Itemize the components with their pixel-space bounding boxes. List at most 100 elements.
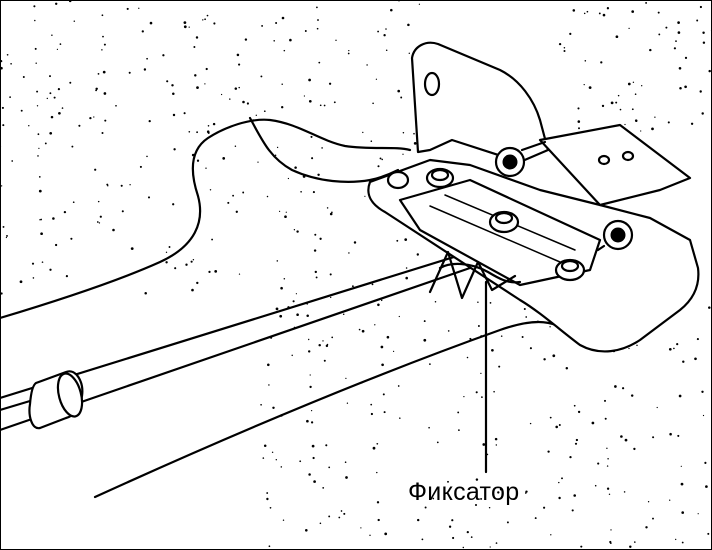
speckle [323, 359, 326, 362]
speckle [603, 399, 607, 402]
speckle [481, 396, 483, 398]
speckle [649, 48, 652, 52]
speckle [377, 518, 380, 522]
speckle [598, 12, 601, 15]
speckle [73, 20, 76, 22]
speckle [370, 412, 374, 416]
speckle [417, 518, 420, 522]
speckle [402, 153, 404, 155]
speckle [600, 61, 603, 64]
speckle [345, 476, 348, 479]
speckle [333, 101, 336, 104]
speckle [299, 460, 302, 463]
speckle [436, 441, 439, 444]
speckle [311, 157, 314, 160]
speckle [322, 487, 325, 489]
speckle [477, 301, 479, 304]
speckle [495, 444, 497, 446]
speckle [144, 291, 147, 295]
speckle [191, 288, 194, 292]
speckle [130, 247, 134, 250]
speckle [569, 32, 572, 36]
speckle [376, 501, 380, 504]
speckle [669, 432, 672, 436]
speckle [1, 106, 4, 109]
speckle [148, 119, 151, 123]
retainer-label: Фиксатор [408, 478, 520, 506]
speckle [673, 347, 675, 350]
speckle [335, 39, 337, 41]
speckle [104, 119, 107, 122]
speckle [20, 109, 23, 112]
speckle [296, 313, 299, 317]
speckle [621, 387, 625, 390]
speckle [314, 270, 317, 274]
speckle [565, 367, 569, 370]
speckle [428, 426, 430, 429]
speckle [38, 176, 41, 178]
speckle [34, 19, 36, 22]
speckle [704, 461, 707, 464]
speckle [701, 390, 704, 393]
speckle [529, 347, 532, 350]
speckle [558, 481, 560, 484]
speckle [312, 456, 315, 460]
speckle [390, 8, 393, 12]
speckle [680, 465, 682, 467]
speckle [115, 104, 117, 107]
speckle [312, 191, 315, 194]
speckle [38, 147, 40, 150]
speckle [95, 89, 98, 92]
speckle [634, 93, 637, 96]
speckle [372, 102, 374, 105]
speckle [282, 519, 285, 521]
speckle [543, 358, 546, 361]
speckle [523, 307, 526, 311]
speckle [552, 354, 556, 358]
speckle [591, 421, 595, 425]
speckle [268, 384, 270, 386]
speckle [328, 82, 332, 85]
speckle [525, 316, 528, 318]
speckle [636, 344, 638, 347]
speckle [112, 228, 115, 232]
speckle [547, 450, 550, 453]
speckle [573, 404, 576, 407]
speckle [63, 210, 67, 214]
speckle [345, 377, 347, 380]
speckle [549, 416, 552, 419]
tab-hole-2 [621, 150, 635, 162]
speckle [624, 438, 628, 442]
speckle [708, 306, 711, 309]
speckle [651, 127, 654, 131]
speckle [380, 345, 384, 349]
speckle [331, 211, 333, 214]
speckle [628, 27, 630, 30]
speckle [615, 101, 618, 104]
speckle [677, 21, 680, 24]
speckle [190, 260, 193, 263]
speckle [9, 96, 11, 98]
speckle [451, 519, 454, 522]
speckle [276, 146, 279, 149]
speckle [322, 340, 324, 342]
speckle [101, 14, 104, 17]
speckle [330, 296, 332, 299]
speckle [495, 542, 498, 544]
speckle [174, 267, 177, 270]
speckle [214, 270, 218, 273]
speckle [269, 506, 272, 509]
speckle [331, 336, 334, 339]
speckle [645, 526, 648, 529]
speckle [310, 421, 314, 424]
speckle [499, 488, 503, 491]
speckle [10, 62, 12, 65]
speckle [588, 86, 592, 89]
speckle [498, 365, 501, 368]
speckle [634, 541, 636, 543]
speckle [482, 443, 486, 446]
speckle [506, 521, 509, 524]
speckle [563, 46, 566, 49]
speckle [470, 536, 473, 538]
speckle [583, 83, 585, 86]
